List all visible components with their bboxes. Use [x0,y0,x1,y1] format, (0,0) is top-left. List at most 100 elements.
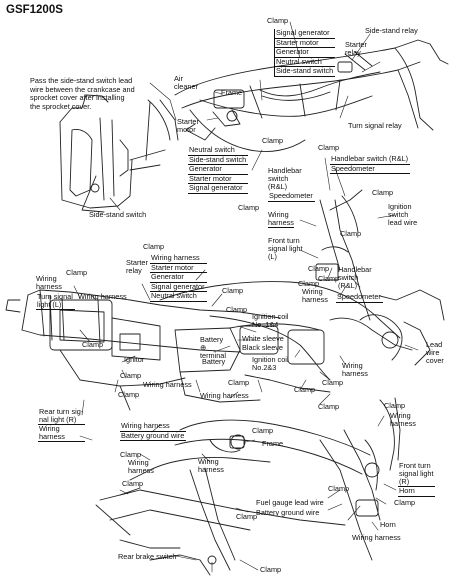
label-clamp: Clamp [384,401,406,410]
list-item: Signal generator [150,281,207,293]
list-item: Neutral switch [150,292,207,302]
list-item: Neutral switch [274,57,336,68]
label-wiring-harness: Wiring harness [268,210,294,228]
label-clamp: Clamp [328,484,350,493]
label-clamp: Clamp [298,279,320,288]
front-turn-right-list: Front turn signal light (R) Horn [398,461,436,497]
lower-frame-drawing [95,397,401,576]
side-stand-inset-drawing [59,94,179,213]
rear-turn-signal-right-list: Rear turn sig- nal light (R) Wiring harn… [38,407,86,442]
label-starter-relay: Starter relay [126,258,148,275]
label-clamp: Clamp [118,390,140,399]
list-item: Wiring harness [150,253,207,264]
label-ignition-coil-2-3: Ignition coil No.2&3 [252,355,289,372]
label-wiring-harness: Wiring harness [36,274,62,291]
label-clamp: Clamp [294,385,316,394]
upper-connector-list: Signal generator Starter motor Generator… [274,28,336,77]
rear-turn-signal-left-list: Turn signal light (L) [36,293,75,310]
label-clamp: Clamp [82,340,104,349]
relay-connector-list: Wiring harness Starter motor Generator S… [150,253,207,302]
label-starter-relay: Starter relay [345,40,367,57]
label-clamp: Clamp [260,565,282,574]
label-wiring-harness: Wiring harness [352,533,401,542]
label-front-turn-signal-light-l: Front turn signal light (L) [268,236,303,261]
leader-lines [73,21,419,573]
label-clamp: Clamp [322,378,344,387]
handlebar-list: Handlebar switch (R&L) Speedometer [330,154,411,175]
label-clamp: Clamp [262,136,284,145]
list-item: Turn signal light (L) [36,292,75,310]
label-lead-wire-cover: Lead wire cover [426,340,444,365]
label-ignition-switch-lead-wire: Ignition switch lead wire [388,202,418,227]
list-item: Starter motor [274,38,336,49]
list-item: Handlebar switch (R&L) [330,154,411,165]
label-wiring-harness: Wiring harness [342,361,368,378]
label-ignition-coil-1-4: Ignition coil No. 1&4 [252,312,289,329]
list-item: Speedometer [336,292,383,303]
label-wiring-harness: Wiring harness [78,292,127,301]
label-clamp: Clamp [120,450,142,459]
label-clamp: Clamp [318,402,340,411]
battery-wire-list: Wiring harness Battery ground wire [120,421,187,442]
label-clamp: Clamp [228,378,250,387]
label-clamp: Clamp [267,16,289,25]
list-item: Side-stand switch [274,66,336,77]
label-turn-signal-relay: Turn signal relay [348,121,402,130]
label-black-sleeve: Black sleeve [242,343,283,352]
label-horn: Horn [380,520,396,529]
label-clamp: Clamp [372,188,394,197]
label-starter-motor: Starter motor [177,117,199,134]
label-air-cleaner: Air cleaner [174,74,198,91]
label-handlebar-switch: Handlebar switch (R&L) [338,265,372,290]
list-item: Side-stand switch [188,154,249,166]
list-item: Rear turn sig- nal light (R) [38,407,86,425]
speedometer-list-right: Speedometer [336,292,383,303]
list-item: Battery ground wire [120,430,187,442]
label-wiring-harness: Wiring harness [390,411,416,428]
list-item: Signal generator [188,184,249,194]
model-title: GSF1200S [6,4,63,16]
label-clamp: Clamp [318,143,340,152]
label-frame: Frame [262,439,284,448]
label-clamp: Clamp [308,264,330,273]
label-clamp: Clamp [66,268,88,277]
label-rear-brake-switch: Rear brake switch [118,552,177,561]
main-frame-drawing [5,189,445,411]
list-item: Generator [274,48,336,58]
label-wiring-harness: Wiring harness [302,287,328,304]
label-battery-plus-terminal: Battery ⊕ terminal [200,335,226,360]
list-item: Wiring harness [120,421,187,432]
list-item: Speedometer [330,164,411,175]
side-stand-routing-note: Pass the side-stand switch lead wire bet… [30,76,135,112]
label-wiring-harness: Wiring harness [200,391,249,400]
label-clamp: Clamp [318,274,340,283]
list-item: Neutral switch [188,145,249,156]
list-item: Starter motor [188,174,249,185]
label-side-stand-relay: Side-stand relay [365,26,418,35]
label-clamp: Clamp [122,479,144,488]
list-item: Generator [188,165,249,175]
label-white-sleeve: White sleeve [242,334,284,343]
list-item: Front turn signal light (R) [398,461,436,487]
label-clamp: Clamp [236,512,258,521]
list-item: Speedometer [268,191,315,202]
label-clamp: Clamp [143,242,165,251]
label-clamp: Clamp [226,305,248,314]
label-battery-ground-wire: Battery ground wire [256,508,320,517]
upper-frame-drawing [174,39,449,152]
label-battery: Battery [202,357,226,366]
label-wiring-harness: Wiring harness [198,457,224,474]
list-item: Signal generator [274,28,336,39]
label-wiring-harness: Wiring harness [143,380,192,389]
label-clamp: Clamp [238,203,260,212]
label-fuel-gauge-lead-wire: Fuel gauge lead wire [256,498,324,507]
list-item: Generator [150,273,207,283]
label-clamp: Clamp [340,229,362,238]
label-wiring-harness: Wiring harness [128,458,154,475]
middle-connector-list: Neutral switch Side-stand switch Generat… [188,145,249,194]
label-clamp: Clamp [252,426,274,435]
speedometer-harness-list: Speedometer [268,191,315,202]
list-item: Wiring harness [38,425,86,442]
